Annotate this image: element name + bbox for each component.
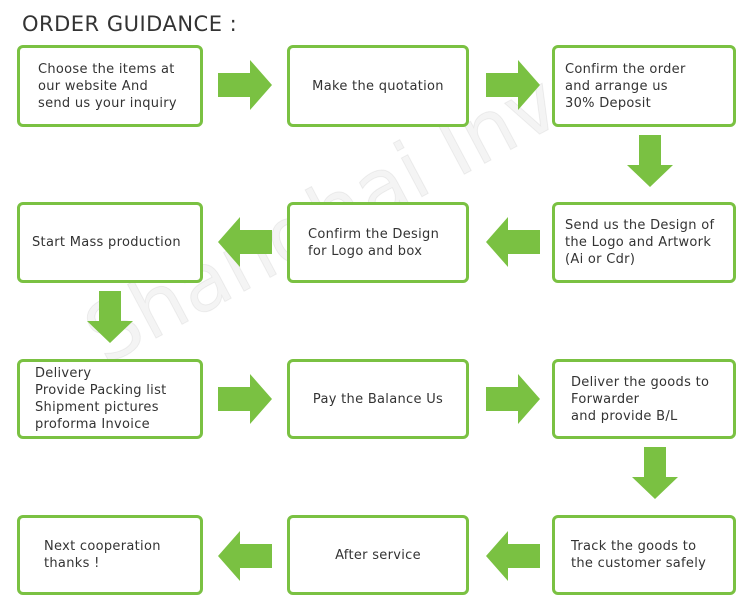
- arrow-left-icon: [486, 531, 540, 581]
- step-text: Choose the items at our website And send…: [38, 61, 177, 111]
- arrow-down-icon: [632, 447, 678, 499]
- page-title: ORDER GUIDANCE :: [22, 12, 238, 36]
- step-text: Confirm the order and arrange us 30% Dep…: [565, 61, 686, 111]
- step-pay-balance: Pay the Balance Us: [287, 359, 469, 439]
- arrow-left-icon: [218, 217, 272, 267]
- arrow-left-icon: [486, 217, 540, 267]
- step-mass-production: Start Mass production: [17, 202, 203, 283]
- step-text: Pay the Balance Us: [312, 391, 444, 407]
- step-confirm-design: Confirm the Design for Logo and box: [287, 202, 469, 283]
- step-text: After service: [335, 547, 421, 563]
- arrow-right-icon: [486, 60, 540, 110]
- step-text: Track the goods to the customer safely: [571, 539, 707, 571]
- step-delivery: Delivery Provide Packing list Shipment p…: [17, 359, 203, 439]
- step-text: Start Mass production: [32, 235, 181, 250]
- step-text: Deliver the goods to Forwarder and provi…: [571, 374, 710, 424]
- step-send-design: Send us the Design of the Logo and Artwo…: [552, 202, 736, 283]
- arrow-right-icon: [218, 374, 272, 424]
- arrow-left-icon: [218, 531, 272, 581]
- arrow-down-icon: [627, 135, 673, 187]
- step-next-cooperation: Next cooperation thanks !: [17, 515, 203, 595]
- step-track-goods: Track the goods to the customer safely: [552, 515, 736, 595]
- step-text: Confirm the Design for Logo and box: [308, 226, 440, 259]
- step-choose-items: Choose the items at our website And send…: [17, 45, 203, 127]
- step-text: Send us the Design of the Logo and Artwo…: [565, 218, 715, 267]
- arrow-right-icon: [486, 374, 540, 424]
- step-text: Delivery Provide Packing list Shipment p…: [35, 366, 167, 432]
- step-confirm-order: Confirm the order and arrange us 30% Dep…: [552, 45, 736, 127]
- step-text: Make the quotation: [312, 78, 444, 94]
- step-deliver-goods: Deliver the goods to Forwarder and provi…: [552, 359, 736, 439]
- step-text: Next cooperation thanks !: [44, 539, 161, 571]
- step-after-service: After service: [287, 515, 469, 595]
- arrow-down-icon: [87, 291, 133, 343]
- arrow-right-icon: [218, 60, 272, 110]
- step-quotation: Make the quotation: [287, 45, 469, 127]
